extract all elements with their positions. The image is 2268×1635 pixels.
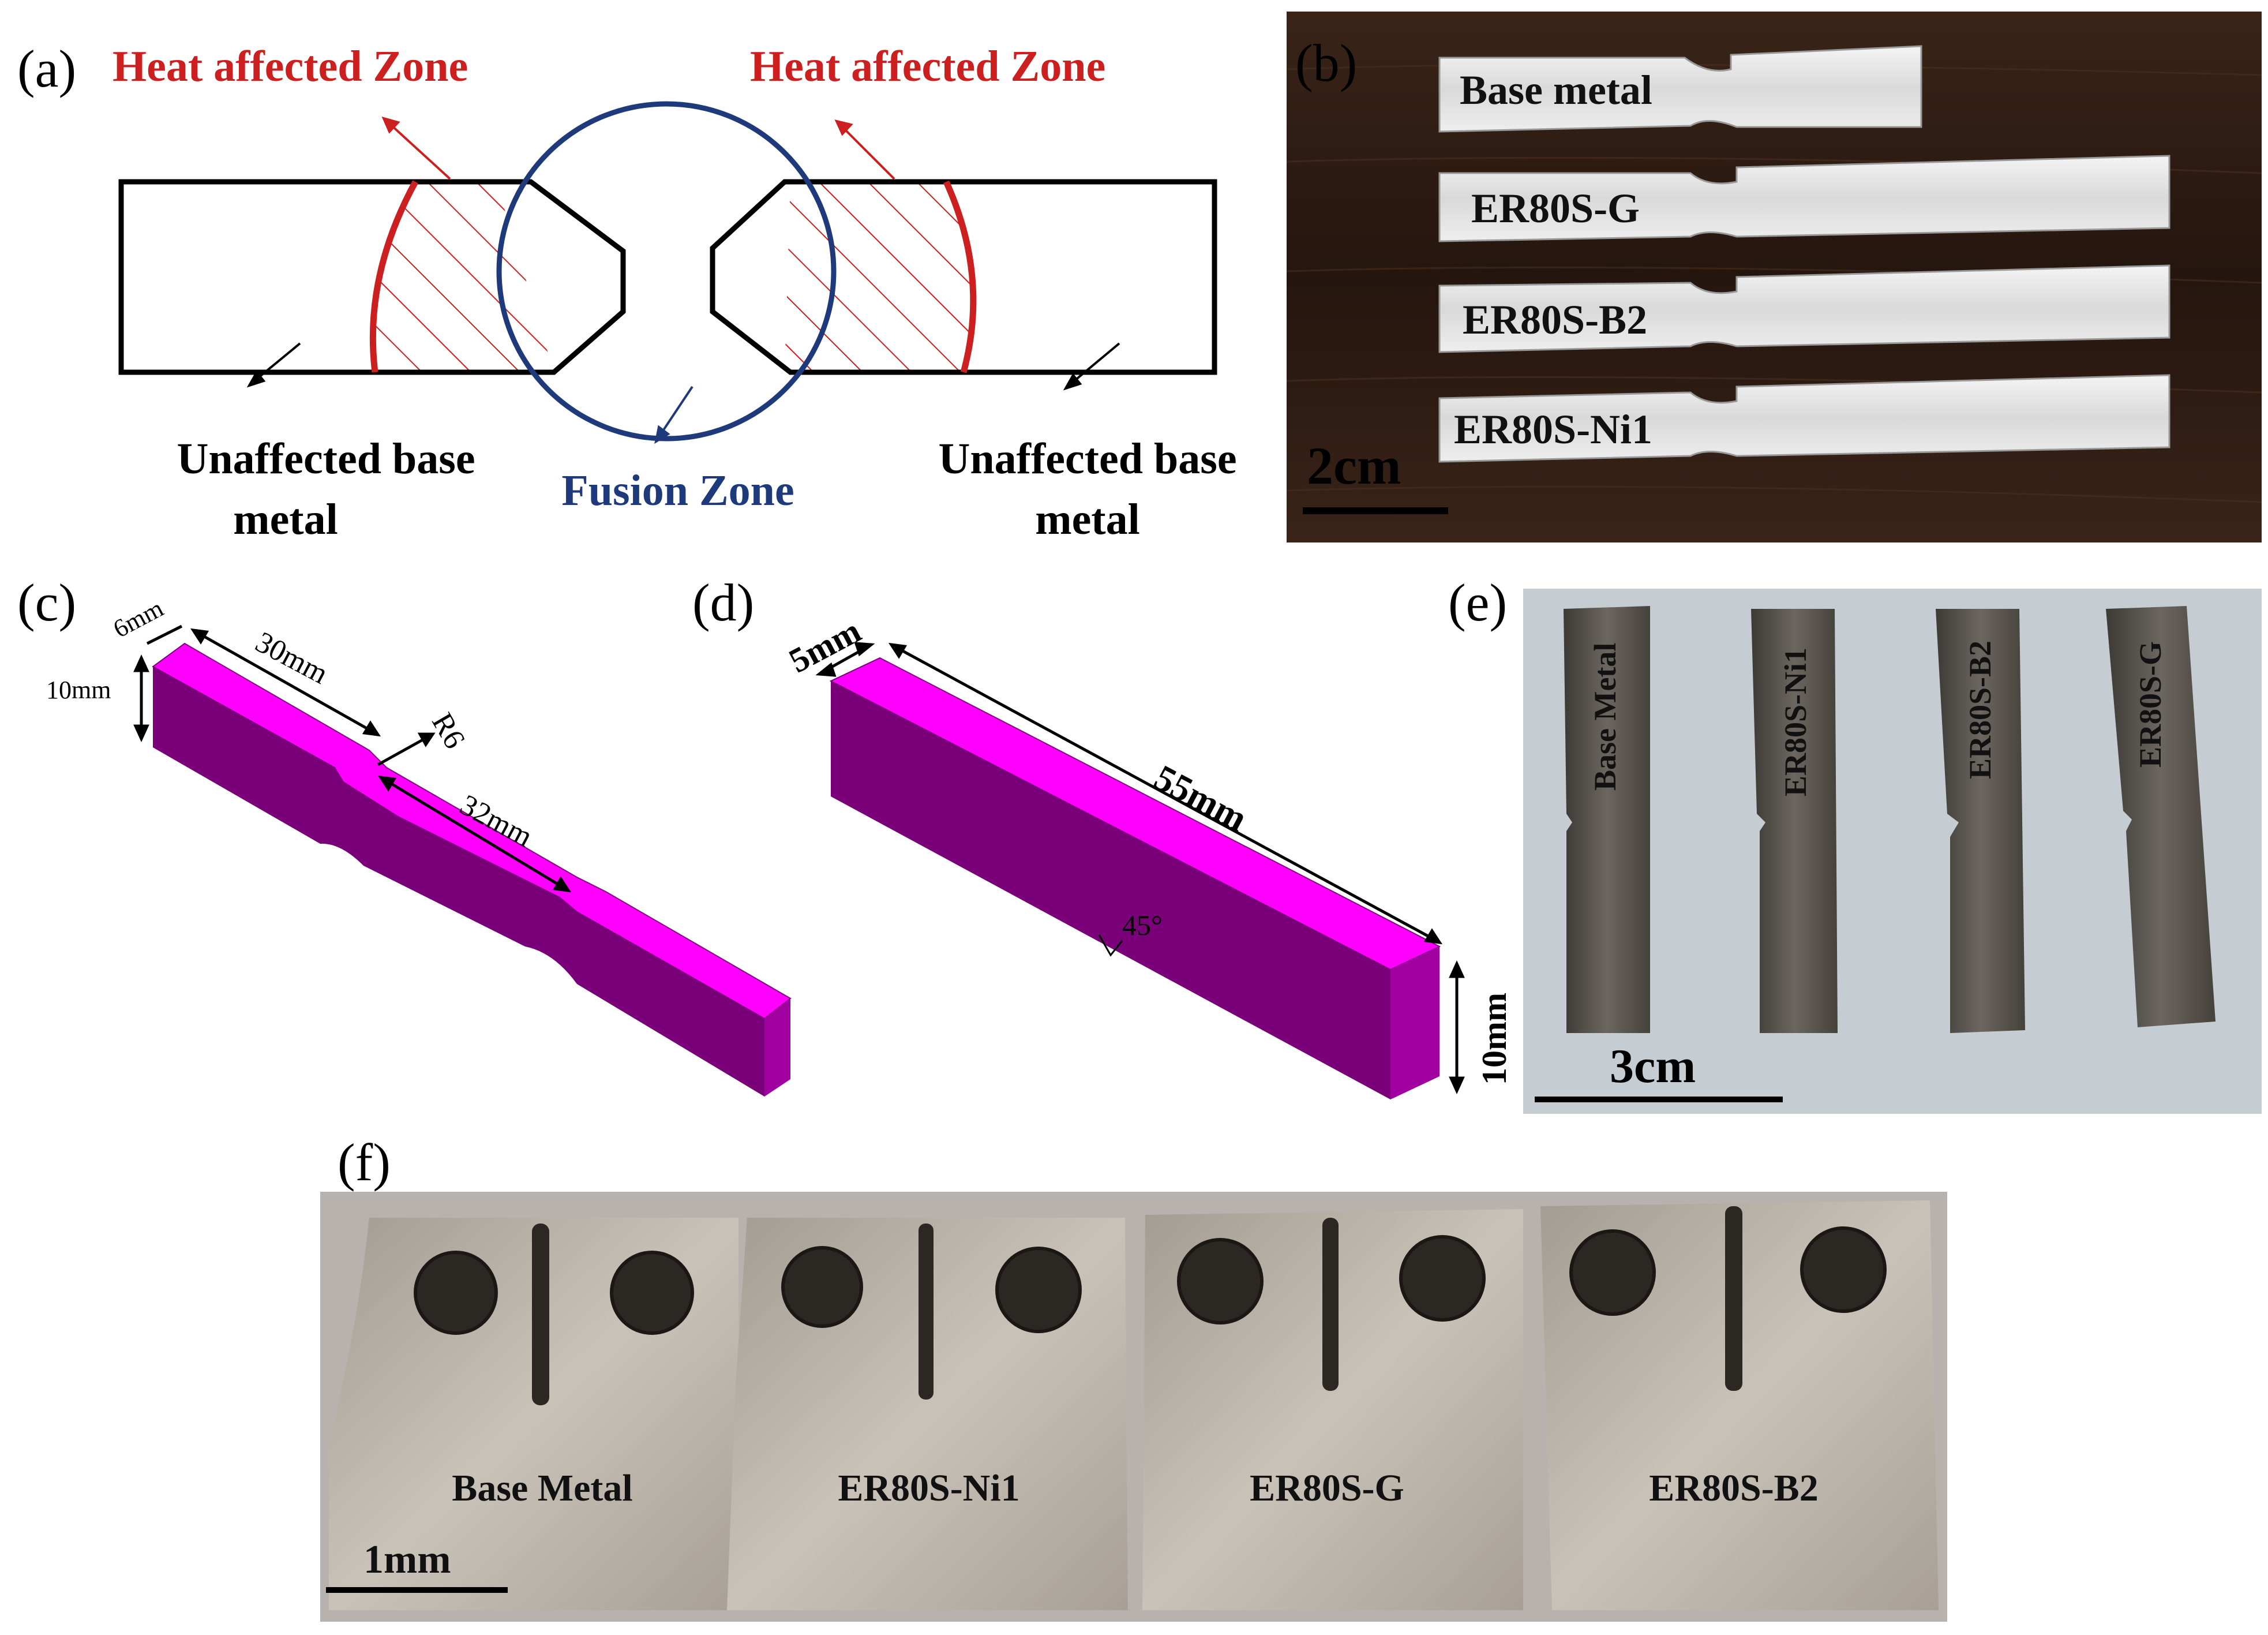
haz-right-hatch [785, 182, 972, 372]
charpy-notch [1098, 934, 1123, 957]
ct-specimen-4: ER80S-B2 [1540, 1200, 1939, 1610]
charpy-specimen-2: ER80S-Ni1 [1751, 609, 1838, 1033]
charpy-model-end [1390, 946, 1439, 1099]
specimen-label: ER80S-G [2133, 641, 2168, 768]
base-right-label-line1: Unaffected base [938, 435, 1236, 483]
haz-left-boundary [369, 180, 418, 373]
fusion-zone-circle [496, 101, 837, 442]
dim-grip-c: 30mm [250, 626, 333, 691]
haz-right-label: Heat affected Zone [750, 42, 1105, 91]
panel-b-label: (b) [1295, 33, 1357, 92]
panel-a-label: (a) [17, 39, 76, 98]
ct-specimen-1: Base Metal [329, 1218, 738, 1610]
specimen-label: ER80S-B2 [1963, 641, 1997, 779]
panel-c: (c) 6mm 10mm 30mm R6 32mm [17, 573, 792, 1097]
right-plate-outline [710, 179, 1217, 375]
base-right-label-line2: metal [1035, 495, 1139, 544]
ct-specimen-2: ER80S-Ni1 [727, 1218, 1128, 1610]
base-left-label-line1: Unaffected base [177, 435, 475, 483]
dim-width-c: 6mm [108, 594, 168, 643]
panel-e-scale-label: 3cm [1610, 1039, 1696, 1093]
tensile-specimen-1: Base metal [1438, 45, 1922, 133]
specimen-label: Base Metal [1588, 643, 1622, 791]
dim-notch-d: 45° [1122, 909, 1163, 941]
charpy-specimen-3: ER80S-B2 [1936, 609, 2025, 1033]
specimen-label: ER80S-Ni1 [1454, 406, 1652, 452]
haz-left-label: Heat affected Zone [113, 42, 468, 91]
panel-b-scale-label: 2cm [1307, 436, 1401, 495]
tensile-specimen-3: ER80S-B2 [1438, 264, 2170, 353]
dim-height-c: 10mm [46, 676, 111, 704]
left-plate-outline [118, 179, 626, 375]
tensile-specimen-4: ER80S-Ni1 [1438, 374, 2170, 463]
specimen-label: Base metal [1460, 67, 1652, 113]
haz-right-boundary [943, 180, 977, 373]
panel-f-scale-label: 1mm [363, 1537, 451, 1582]
specimen-label: ER80S-Ni1 [1778, 648, 1813, 796]
tensile-model-end [764, 998, 790, 1097]
specimen-label: Base Metal [452, 1467, 632, 1509]
panel-f: (f) Base Metal ER80S-Ni1 ER80S-G [320, 1133, 1947, 1622]
panel-c-label: (c) [17, 573, 76, 632]
tensile-model-side [153, 667, 764, 1097]
base-left-label-line2: metal [233, 495, 338, 544]
charpy-specimen-1: Base Metal [1564, 606, 1650, 1033]
charpy-model-side [831, 681, 1390, 1099]
specimen-label: ER80S-Ni1 [838, 1467, 1019, 1509]
panel-d-label: (d) [692, 573, 754, 632]
ct-specimen-3: ER80S-G [1142, 1209, 1523, 1610]
specimen-label: ER80S-G [1471, 185, 1640, 231]
fusion-zone-label: Fusion Zone [561, 466, 794, 515]
panel-d: (d) 5mm 55mm 45° 10mm [692, 573, 1513, 1099]
haz-left-arrow [383, 117, 451, 180]
panel-e-label: (e) [1448, 573, 1507, 632]
charpy-specimen-4: ER80S-G [2106, 606, 2215, 1027]
specimen-label: ER80S-B2 [1649, 1467, 1818, 1509]
panel-b: (b) Base metal ER80S-G ER80S-B2 ER80S-Ni… [1286, 12, 2262, 542]
tensile-specimen-2: ER80S-G [1438, 155, 2170, 242]
panel-f-label: (f) [338, 1133, 391, 1192]
specimen-label: ER80S-G [1250, 1467, 1404, 1509]
dim-height-d: 10mm [1475, 993, 1513, 1085]
panel-a: (a) Heat affected Zone Heat affected Zon… [17, 39, 1237, 544]
panel-e: (e) Base Metal ER80S-Ni1 ER80S-B2 ER80S-… [1448, 573, 2262, 1114]
dim-radius-c: R6 [425, 708, 471, 754]
specimen-label: ER80S-B2 [1463, 297, 1647, 343]
